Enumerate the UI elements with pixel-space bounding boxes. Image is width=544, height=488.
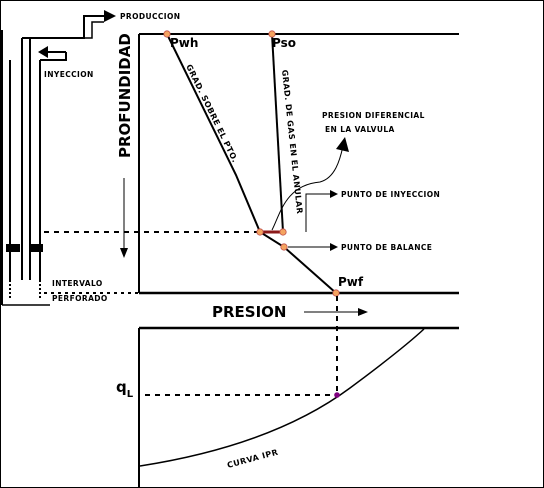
presion-arrow-icon (358, 308, 368, 316)
presion-dif-label-2: EN LA VALVULA (325, 125, 395, 134)
injection-arrow-icon (38, 46, 48, 58)
punto-balance-label: PUNTO DE BALANCE (341, 243, 432, 252)
pwh-point (163, 30, 171, 38)
punto-inyeccion-pointer (305, 193, 330, 232)
presion-dif-label-1: PRESION DIFERENCIAL (322, 111, 425, 120)
ipr-curve (139, 328, 425, 467)
packer-right (30, 244, 43, 252)
presion-dif-pointer (271, 145, 344, 231)
production-pipe-outer (30, 21, 104, 39)
balance-point (280, 243, 288, 251)
grad-gas-label: GRAD. DE GAS EN EL ANULAR (280, 69, 304, 214)
injection-point-right (279, 228, 287, 236)
pressure-depth-plot: PROFUNDIDAD Pwh Pso GRAD. SOBRE EL PTO. … (44, 30, 459, 321)
ipr-plot: qL CURVA IPR (116, 296, 459, 488)
well-schematic (1, 15, 104, 306)
pso-label: Pso (272, 36, 296, 50)
packer-left (6, 244, 20, 252)
pso-point (268, 30, 276, 38)
injection-point-left (256, 228, 264, 236)
presion-dif-arrow-icon (336, 137, 349, 152)
ql-main: q (116, 378, 127, 396)
depth-arrow-icon (120, 248, 128, 258)
ql-label: qL (116, 378, 134, 400)
punto-inyeccion-label: PUNTO DE INYECCION (341, 190, 440, 199)
presion-label: PRESION (212, 303, 286, 321)
inyeccion-label: INYECCION (44, 70, 94, 79)
pwf-label: Pwf (338, 275, 364, 289)
gas-gradient-line (271, 33, 284, 233)
production-arrow-icon (104, 10, 116, 22)
profundidad-label: PROFUNDIDAD (116, 33, 134, 158)
pwf-point (332, 289, 340, 297)
ql-point (334, 392, 340, 398)
pwh-label: Pwh (170, 36, 198, 50)
intervalo-label: INTERVALO (52, 279, 103, 288)
perforado-label: PERFORADO (52, 294, 108, 303)
punto-balance-arrow-icon (330, 243, 338, 251)
curva-ipr-label: CURVA IPR (226, 448, 279, 470)
injection-pipe (40, 52, 67, 61)
punto-inyeccion-arrow-icon (330, 190, 338, 198)
grad-pto-label: GRAD. SOBRE EL PTO. (184, 63, 240, 164)
produccion-label: PRODUCCION (120, 12, 180, 21)
ql-subscript: L (127, 389, 134, 400)
